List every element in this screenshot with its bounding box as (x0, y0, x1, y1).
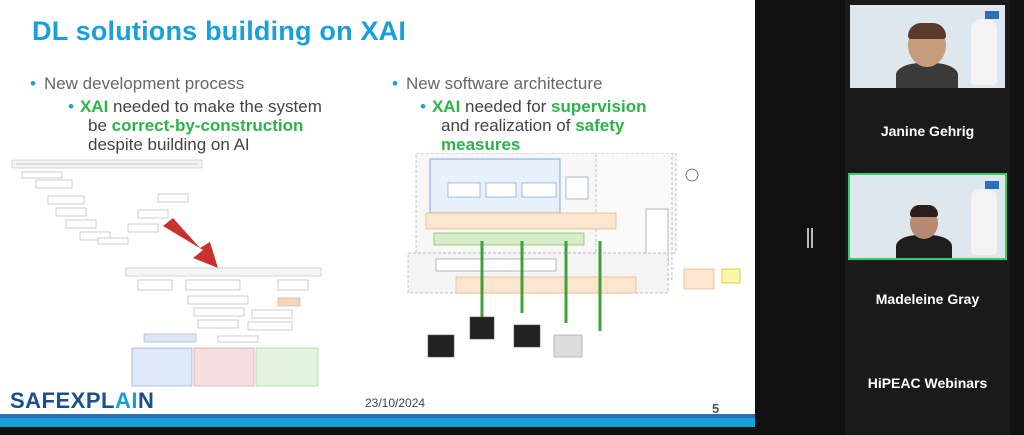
person-hair (910, 205, 938, 217)
sub-bullet-line-3b: measures (441, 135, 521, 154)
safexplain-logo: SAFEXPLAIN (10, 388, 155, 413)
sub-bullet-line-2b: and realization of safety (441, 116, 625, 135)
person-body (896, 235, 952, 258)
robot-figure (971, 189, 997, 255)
participant-name-janine: Janine Gehrig (880, 123, 975, 139)
brand-badge-icon (985, 11, 999, 19)
sub-bullet-xai-supervision: •XAI needed for supervision (420, 97, 647, 116)
person-body (896, 63, 958, 88)
sub-bullet-line-2: be correct-by-construction (88, 116, 304, 135)
robot-figure (971, 19, 997, 85)
person-hair (908, 23, 946, 39)
presentation-slide: DL solutions building on XAI •New develo… (0, 0, 755, 427)
slide-footer-stripe-dark (0, 414, 755, 418)
slide-page-number: 5 (712, 401, 720, 416)
sub-bullet-line-3: despite building on AI (88, 135, 250, 154)
slide-date: 23/10/2024 (365, 396, 426, 410)
development-process-diagram (11, 159, 322, 387)
participant-video-madeleine[interactable] (848, 173, 1007, 260)
webinar-label: HiPEAC Webinars (867, 375, 988, 391)
bullet-software-architecture: •New software architecture (392, 74, 603, 93)
sub-bullet-xai-correct: •XAI needed to make the system (68, 97, 322, 116)
bullet-development-process: •New development process (30, 74, 245, 93)
brand-badge-icon (985, 181, 999, 189)
software-architecture-diagram (407, 153, 741, 358)
participants-panel: Janine Gehrig Madeleine Gray HiPEAC Webi… (845, 0, 1010, 435)
participant-video-janine[interactable] (850, 5, 1005, 88)
slide-footer-stripe (0, 418, 755, 427)
participant-name-madeleine: Madeleine Gray (875, 291, 980, 307)
panel-resize-handle[interactable] (807, 228, 813, 248)
slide-title: DL solutions building on XAI (32, 16, 407, 46)
